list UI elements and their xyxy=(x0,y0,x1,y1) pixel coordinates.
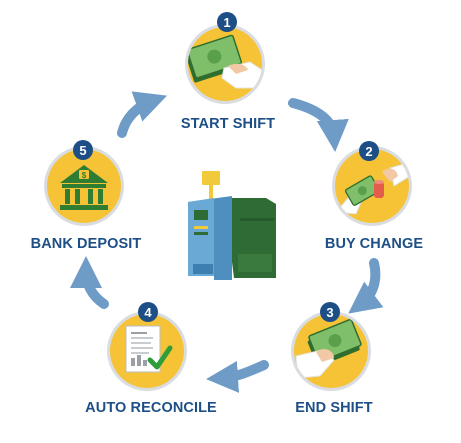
step-1-number: 1 xyxy=(223,15,230,30)
step-2-number: 2 xyxy=(365,144,372,159)
arrow-1-to-2 xyxy=(288,98,349,152)
bank-icon: $ xyxy=(60,165,108,210)
step-5-badge xyxy=(73,140,93,160)
arrow-5-to-1 xyxy=(117,91,168,138)
step-5-node: $ 5 xyxy=(44,140,124,226)
step-5-label: BANK DEPOSIT xyxy=(30,236,142,252)
step-2-node: 2 xyxy=(332,141,412,226)
step-1-badge xyxy=(217,12,237,32)
step-4-badge xyxy=(138,302,158,322)
cash-register-safe-icon xyxy=(188,171,276,280)
arrow-3-to-4 xyxy=(206,360,269,393)
step-5-number: 5 xyxy=(79,143,86,158)
step-4-node: 4 xyxy=(107,302,187,391)
svg-text:$: $ xyxy=(82,171,87,180)
step-3-number: 3 xyxy=(326,305,333,320)
step-2-label: BUY CHANGE xyxy=(324,236,424,252)
report-check-icon xyxy=(125,325,173,373)
step-4-number: 4 xyxy=(144,305,152,320)
cash-exchange-icon xyxy=(335,163,409,215)
arrow-4-to-5 xyxy=(70,256,109,309)
cash-hand-icon xyxy=(188,34,262,89)
arrow-2-to-3 xyxy=(348,258,384,314)
step-3-badge xyxy=(320,302,340,322)
step-2-badge xyxy=(359,141,379,161)
step-3-node: 3 xyxy=(291,302,371,391)
step-1-node: 1 xyxy=(185,12,265,104)
cash-hand-icon xyxy=(295,318,362,379)
step-4-label: AUTO RECONCILE xyxy=(85,400,217,416)
step-3-label: END SHIFT xyxy=(295,400,373,416)
step-1-label: START SHIFT xyxy=(180,116,276,132)
